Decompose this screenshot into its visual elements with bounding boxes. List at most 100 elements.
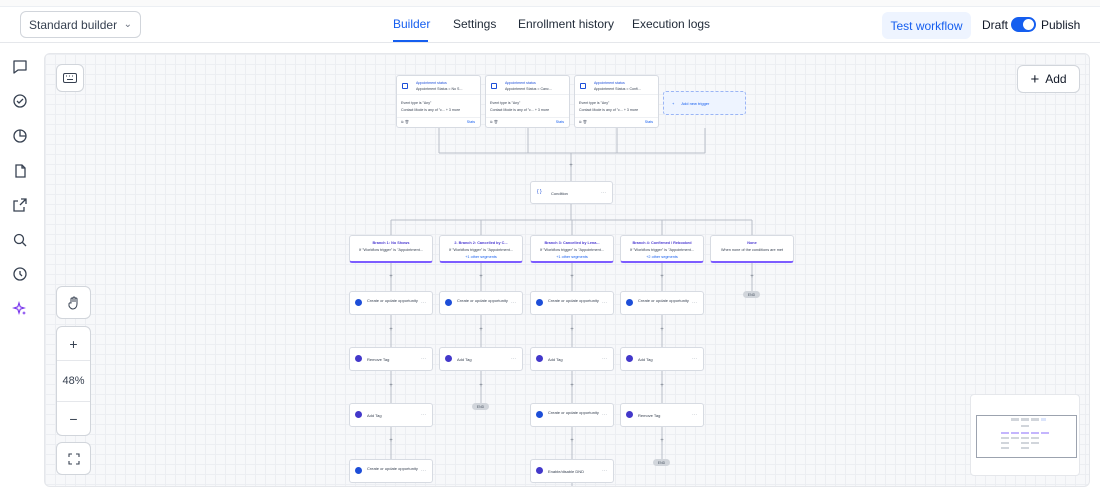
action-node[interactable]: Add Tag··· [530, 347, 614, 371]
add-step-icon[interactable]: + [569, 163, 573, 169]
add-step-icon[interactable]: + [660, 274, 664, 280]
zoom-out-button[interactable]: − [69, 410, 78, 427]
trigger-card-cancelled[interactable]: Appointment status Appointment Status = … [485, 75, 570, 128]
branch-other-segments[interactable]: +1 other segments [556, 255, 588, 259]
action-node[interactable]: Add Tag··· [620, 347, 704, 371]
copy-delete-icons[interactable]: ⧉ 🗑 [579, 120, 588, 124]
condition-node[interactable]: { } Condition ··· [530, 181, 613, 204]
trigger-card-no-show[interactable]: Appointment status Appointment Status = … [396, 75, 481, 128]
action-node[interactable]: Add Tag··· [439, 347, 523, 371]
tab-execution-logs[interactable]: Execution logs [632, 17, 711, 31]
copy-delete-icons[interactable]: ⧉ 🗑 [401, 120, 410, 124]
chat-icon[interactable] [12, 59, 28, 75]
tab-settings[interactable]: Settings [453, 17, 497, 31]
add-button[interactable]: + Add [1017, 65, 1080, 93]
zoom-level: 48% [62, 375, 85, 387]
stats-link[interactable]: Stats [466, 120, 475, 124]
more-icon[interactable]: ··· [692, 356, 697, 362]
add-step-icon[interactable]: + [389, 274, 393, 280]
action-node[interactable]: Add Tag··· [349, 403, 433, 427]
add-step-icon[interactable]: + [389, 438, 393, 444]
add-step-icon[interactable]: + [389, 327, 393, 333]
keyboard-shortcuts-button[interactable] [56, 64, 84, 92]
branch-node[interactable]: Branch 3: Cancelled by Lena... If "Workf… [530, 235, 614, 263]
more-icon[interactable]: ··· [601, 190, 606, 196]
builder-type-select[interactable]: Standard builder ⌄ [20, 11, 141, 38]
tab-enrollment-history[interactable]: Enrollment history [518, 17, 615, 31]
more-icon[interactable]: ··· [511, 300, 516, 306]
action-node[interactable]: Create or update opportunity··· [620, 291, 704, 315]
more-icon[interactable]: ··· [421, 300, 426, 306]
action-node[interactable]: Remove Tag··· [349, 347, 433, 371]
branch-other-segments[interactable]: +2 other segments [646, 255, 678, 259]
hand-icon [68, 296, 77, 310]
copy-delete-icons[interactable]: ⧉ 🗑 [490, 120, 499, 124]
stats-link[interactable]: Stats [644, 120, 653, 124]
external-link-icon[interactable] [12, 197, 28, 213]
add-step-icon[interactable]: + [750, 274, 754, 280]
search-icon[interactable] [12, 232, 28, 248]
tab-builder[interactable]: Builder [393, 17, 431, 31]
end-pill: END [653, 459, 670, 466]
stats-link[interactable]: Stats [555, 120, 564, 124]
trigger-filter: Event type is "Any" [490, 101, 521, 105]
action-node[interactable]: Create or update opportunity··· [439, 291, 523, 315]
action-node[interactable]: Create or update opportunity··· [530, 291, 614, 315]
calendar-icon [580, 83, 586, 89]
pan-mode-button[interactable] [56, 286, 91, 319]
add-step-icon[interactable]: + [389, 383, 393, 389]
branch-node[interactable]: Branch 4: Confirmed / Rebooked If "Workf… [620, 235, 704, 263]
braces-icon: { } [537, 189, 542, 195]
test-workflow-button[interactable]: Test workflow [882, 12, 971, 39]
add-step-icon[interactable]: + [479, 274, 483, 280]
trigger-card-confirmed[interactable]: Appointment status Appointment Status = … [574, 75, 659, 128]
more-icon[interactable]: ··· [692, 412, 697, 418]
add-step-icon[interactable]: + [479, 383, 483, 389]
draft-label: Draft [982, 18, 1009, 32]
history-icon[interactable] [12, 266, 28, 282]
add-step-icon[interactable]: + [570, 274, 574, 280]
add-step-icon[interactable]: + [479, 327, 483, 333]
zoom-in-button[interactable]: + [69, 335, 78, 352]
expand-icon [67, 452, 80, 465]
trigger-filter: Event type is "Any" [401, 101, 432, 105]
more-icon[interactable]: ··· [602, 468, 607, 474]
pie-chart-icon[interactable] [12, 128, 28, 144]
branch-node[interactable]: 2. Branch 2: Cancelled by C... If "Workf… [439, 235, 523, 263]
minimap-viewport[interactable] [976, 415, 1077, 458]
add-step-icon[interactable]: + [570, 438, 574, 444]
more-icon[interactable]: ··· [421, 412, 426, 418]
action-node[interactable]: Remove Tag··· [620, 403, 704, 427]
trigger-filter: Contact Mode is any of "c... + 3 more [401, 108, 461, 112]
more-icon[interactable]: ··· [511, 356, 516, 362]
more-icon[interactable]: ··· [421, 468, 426, 474]
add-new-trigger-button[interactable]: + Add new trigger [663, 91, 746, 115]
action-node[interactable]: Enable/disable DND··· [530, 459, 614, 483]
sparkles-icon[interactable] [12, 301, 28, 317]
branch-node[interactable]: Branch 1: No Shows If "Workflow trigger"… [349, 235, 433, 263]
more-icon[interactable]: ··· [602, 412, 607, 418]
action-node[interactable]: Create or update opportunity··· [530, 403, 614, 427]
branch-node[interactable]: None When none of the conditions are met [710, 235, 794, 263]
trigger-filter: Event type is "Any" [579, 101, 610, 105]
trigger-title: Appointment status [594, 81, 625, 85]
publish-toggle[interactable] [1011, 17, 1036, 32]
more-icon[interactable]: ··· [602, 300, 607, 306]
fit-view-button[interactable] [56, 442, 91, 475]
zoom-controls: + 48% − [56, 326, 91, 436]
workflow-canvas[interactable]: + + + + + + + + + + + + + + + + + + 48% − + Add Appointm… [44, 53, 1090, 487]
add-step-icon[interactable]: + [660, 438, 664, 444]
document-icon[interactable] [12, 163, 28, 179]
more-icon[interactable]: ··· [692, 300, 697, 306]
action-node[interactable]: Create or update opportunity··· [349, 291, 433, 315]
check-circle-icon[interactable] [12, 93, 28, 109]
branch-other-segments[interactable]: +1 other segments [465, 255, 497, 259]
add-step-icon[interactable]: + [570, 327, 574, 333]
action-node[interactable]: Create or update opportunity··· [349, 459, 433, 483]
add-step-icon[interactable]: + [660, 327, 664, 333]
add-step-icon[interactable]: + [570, 383, 574, 389]
more-icon[interactable]: ··· [421, 356, 426, 362]
minimap[interactable] [970, 394, 1080, 476]
more-icon[interactable]: ··· [602, 356, 607, 362]
add-step-icon[interactable]: + [660, 383, 664, 389]
